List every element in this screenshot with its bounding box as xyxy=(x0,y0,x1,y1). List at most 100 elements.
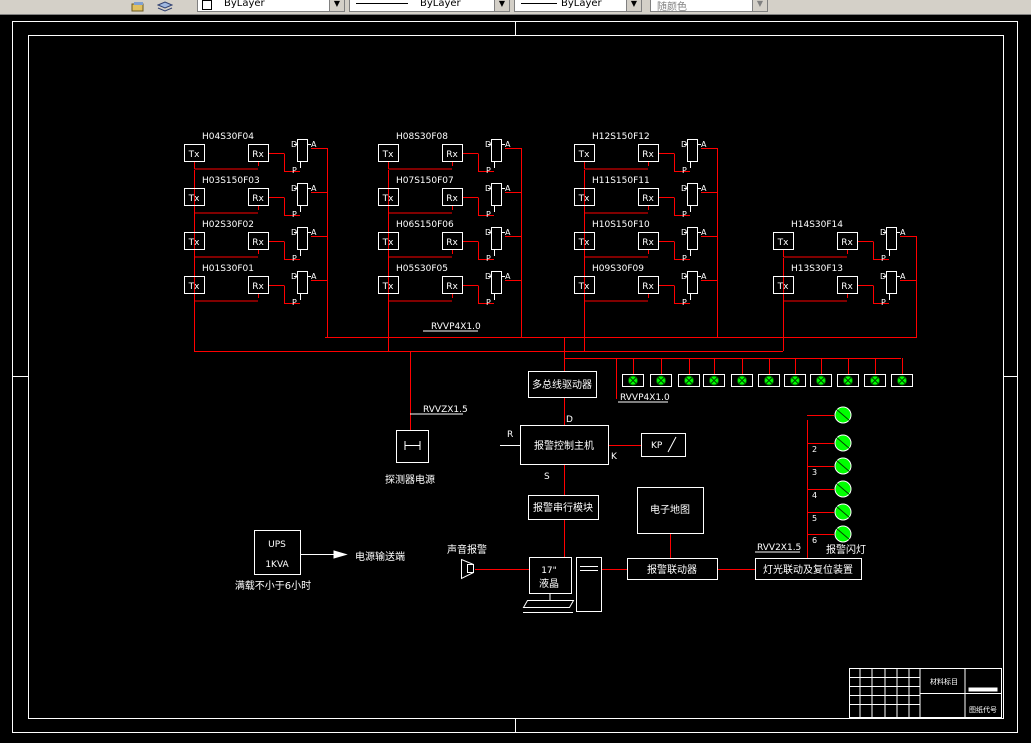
relay-contact xyxy=(687,183,698,206)
tx-label: Tx xyxy=(188,282,200,292)
bus-driver-box[interactable] xyxy=(528,371,597,398)
relay-p-label: P xyxy=(292,210,297,219)
lineweight-sample xyxy=(521,3,557,4)
layer-swatch xyxy=(202,0,212,10)
rx-box[interactable] xyxy=(638,276,659,294)
light-linkage-label: 灯光联动及复位装置 xyxy=(763,563,853,576)
tx-box[interactable] xyxy=(184,188,205,206)
rx-box[interactable] xyxy=(442,188,463,206)
strobe-cross xyxy=(835,459,851,473)
rx-label: Rx xyxy=(642,150,654,160)
emap-box[interactable] xyxy=(637,487,704,534)
relay-p-label: P xyxy=(682,210,687,219)
relay-contact xyxy=(297,183,308,206)
rx-box[interactable] xyxy=(837,232,858,250)
linetype-combo[interactable]: ByLayer ▼ xyxy=(349,0,510,12)
tx-box[interactable] xyxy=(378,232,399,250)
rx-label: Rx xyxy=(446,238,458,248)
tx-box[interactable] xyxy=(574,232,595,250)
tx-box[interactable] xyxy=(378,144,399,162)
layer-stack-icon[interactable] xyxy=(156,0,174,12)
rx-box[interactable] xyxy=(638,144,659,162)
lamp-cross xyxy=(765,377,773,384)
rx-box[interactable] xyxy=(248,144,269,162)
rx-box[interactable] xyxy=(638,188,659,206)
light-linkage-box[interactable] xyxy=(755,558,862,580)
tx-box[interactable] xyxy=(184,144,205,162)
rx-label: Rx xyxy=(252,194,264,204)
lamp-cross xyxy=(791,377,799,384)
ups-rating: 1KVA xyxy=(265,560,289,570)
chevron-down-icon[interactable]: ▼ xyxy=(752,0,767,11)
tx-box[interactable] xyxy=(184,276,205,294)
relay-contact xyxy=(886,271,897,294)
rx-box[interactable] xyxy=(248,276,269,294)
layer-combo-value: ByLayer xyxy=(224,0,265,9)
tx-box[interactable] xyxy=(378,276,399,294)
relay-contact xyxy=(491,139,502,162)
chevron-down-icon[interactable]: ▼ xyxy=(494,0,509,11)
detector-label: H02S30F02 xyxy=(202,220,254,230)
tx-box[interactable] xyxy=(773,232,794,250)
relay-p-label: P xyxy=(292,298,297,307)
keypad-box[interactable] xyxy=(641,433,686,457)
lineweight-combo[interactable]: ByLayer ▼ xyxy=(514,0,642,12)
layer-combo[interactable]: ByLayer ▼ xyxy=(197,0,345,12)
tx-box[interactable] xyxy=(773,276,794,294)
linkage-box[interactable] xyxy=(627,558,718,580)
rx-box[interactable] xyxy=(442,276,463,294)
detector-label: H07S150F07 xyxy=(396,176,454,186)
computer-icon[interactable] xyxy=(522,557,602,613)
rx-box[interactable] xyxy=(248,188,269,206)
power-out-label: 电源输送端 xyxy=(355,550,405,563)
rx-box[interactable] xyxy=(837,276,858,294)
tx-box[interactable] xyxy=(574,144,595,162)
tx-box[interactable] xyxy=(378,188,399,206)
chevron-down-icon[interactable]: ▼ xyxy=(329,0,344,11)
strobe-cross xyxy=(835,408,851,422)
rx-box[interactable] xyxy=(638,232,659,250)
serial-module-box[interactable] xyxy=(528,495,599,520)
rx-box[interactable] xyxy=(442,144,463,162)
lamp-icon xyxy=(784,374,806,387)
rx-box[interactable] xyxy=(442,232,463,250)
chevron-down-icon[interactable]: ▼ xyxy=(626,0,641,11)
lamp-cross xyxy=(710,377,718,384)
strobe-label: 报警闪灯 xyxy=(826,543,866,556)
layer-states-icon[interactable] xyxy=(131,0,145,12)
tx-label: Tx xyxy=(578,238,590,248)
rx-label: Rx xyxy=(642,194,654,204)
lamp-cross xyxy=(871,377,879,384)
rx-label: Rx xyxy=(642,282,654,292)
rx-box[interactable] xyxy=(248,232,269,250)
tx-box[interactable] xyxy=(184,232,205,250)
strobe-number: 3 xyxy=(812,468,817,477)
detector-power-box[interactable] xyxy=(396,430,429,463)
lamp-icon xyxy=(622,374,644,387)
ups-box[interactable] xyxy=(254,530,301,575)
relay-p-label: P xyxy=(486,254,491,263)
tx-box[interactable] xyxy=(574,188,595,206)
lamp-frame xyxy=(731,374,753,387)
controller-box[interactable] xyxy=(520,425,609,465)
tx-box[interactable] xyxy=(574,276,595,294)
ups-note: 满载不小于6小时 xyxy=(235,580,311,592)
cable-label-power: RVVZX1.5 xyxy=(423,405,468,415)
color-combo[interactable]: 随颜色 ▼ xyxy=(650,0,768,13)
